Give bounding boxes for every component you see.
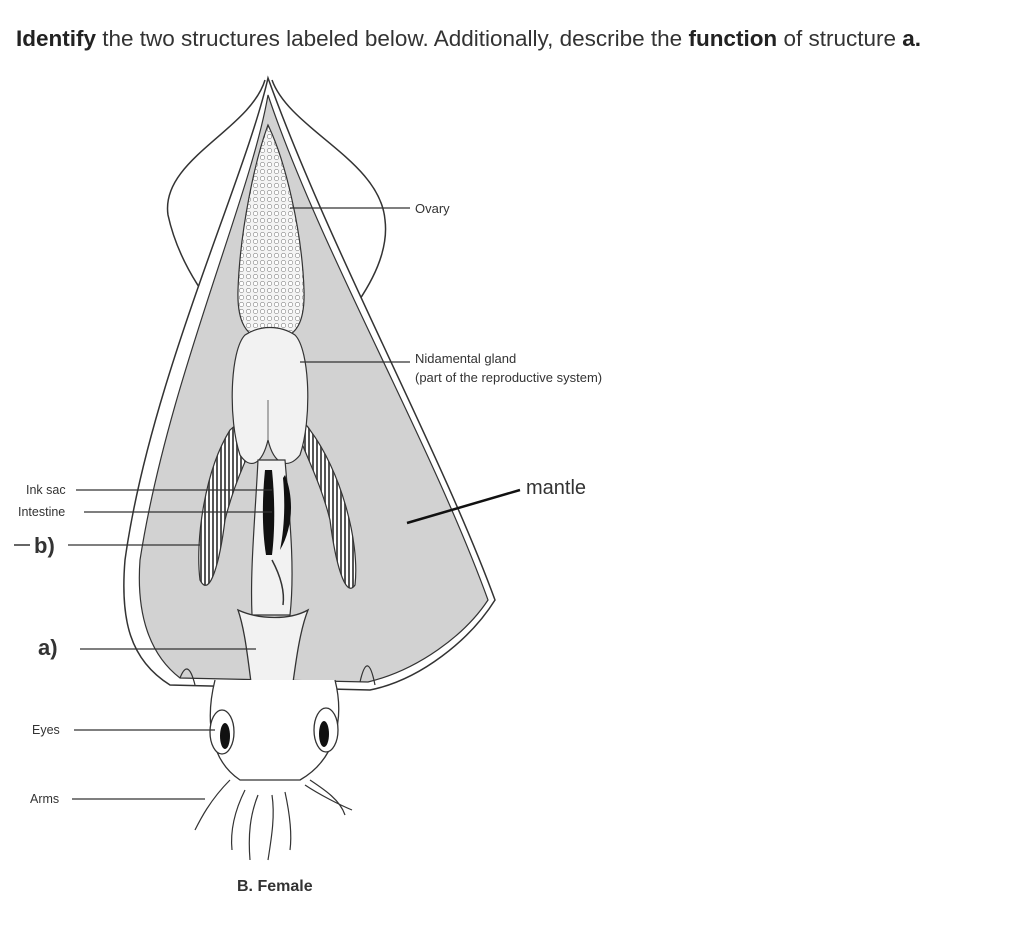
arm-3 [248, 794, 259, 861]
arm-2 [230, 789, 246, 851]
right-pupil [319, 721, 329, 747]
intestine-label: Intestine [18, 505, 65, 519]
a-label: a) [38, 635, 58, 660]
ink-sac-label: Ink sac [26, 483, 66, 497]
question-middle: the two structures labeled below. Additi… [96, 26, 689, 51]
arm-1 [194, 779, 231, 831]
mantle-body [138, 94, 489, 683]
left-pupil [220, 723, 230, 749]
arms-label: Arms [30, 792, 59, 806]
nidamental-label-2: (part of the reproductive system) [415, 370, 602, 385]
figure-caption: B. Female [237, 878, 313, 895]
arm-6 [304, 784, 353, 811]
question-tail: of structure [777, 26, 903, 51]
mantle-label: mantle [526, 477, 586, 499]
b-label: b) [34, 533, 55, 558]
nidamental-label-1: Nidamental gland [415, 351, 516, 366]
question-text: Identify the two structures labeled belo… [16, 26, 921, 52]
nidamental-gland [231, 326, 309, 465]
rectum [271, 559, 285, 606]
intestine-dark [280, 475, 292, 550]
question-function: function [688, 26, 778, 51]
ovary-label: Ovary [415, 201, 450, 216]
arm-5 [284, 791, 292, 851]
mantle-notch-left [179, 668, 196, 686]
head [209, 679, 340, 781]
question-structure-a: a. [902, 26, 921, 51]
eyes-label: Eyes [32, 723, 60, 737]
arm-7 [309, 779, 346, 816]
arm-4 [267, 794, 274, 861]
mantle-notch-right [359, 665, 376, 686]
mantle-leader [406, 488, 521, 525]
question-identify: Identify [16, 26, 97, 51]
